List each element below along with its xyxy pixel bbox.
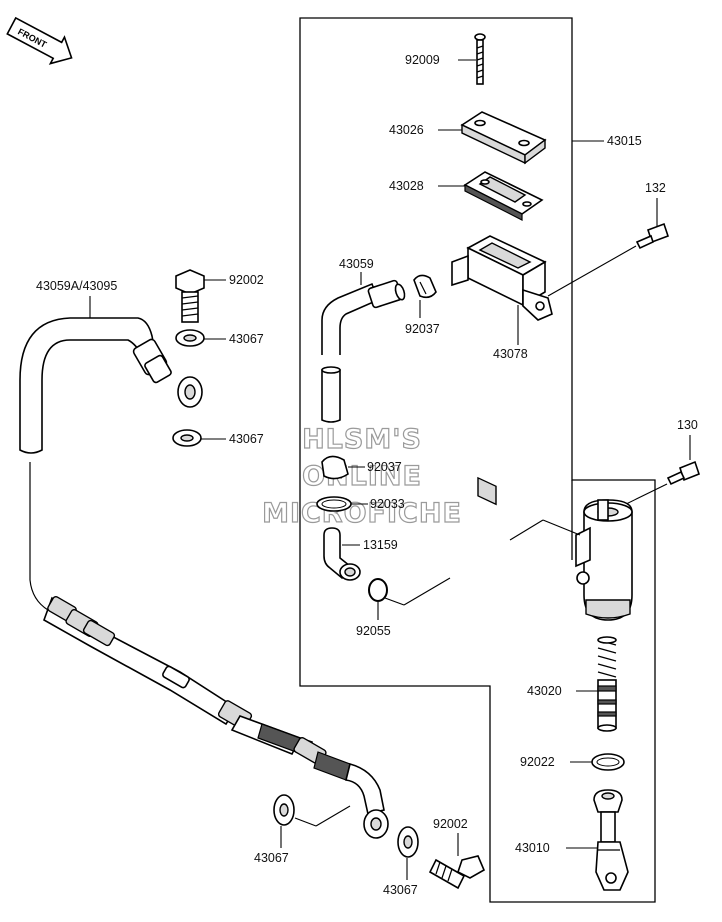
label-92037-upper: 92037 [405, 322, 440, 336]
part-43078-reservoir[interactable] [451, 235, 553, 506]
part-master-cylinder-body[interactable] [575, 499, 633, 621]
label-43028: 43028 [389, 179, 424, 193]
part-92055-o-ring[interactable] [368, 578, 388, 602]
label-43059: 43059 [339, 257, 374, 271]
part-132-bolt[interactable] [635, 222, 670, 250]
label-43010: 43010 [515, 841, 550, 855]
label-92033: 92033 [370, 497, 405, 511]
label-13159: 13159 [363, 538, 398, 552]
label-132: 132 [645, 181, 666, 195]
label-43059a-43095: 43059A/43095 [36, 279, 117, 293]
part-130-bolt[interactable] [666, 460, 700, 486]
label-92002-upper: 92002 [229, 273, 264, 287]
part-92037-clip-lower[interactable] [321, 455, 349, 480]
watermark-line-3: MICROFICHE [262, 498, 462, 529]
watermark-line-2: ONLINE [302, 461, 422, 492]
watermark-line-1: HLSM'S [302, 424, 422, 455]
part-43067-washer-1[interactable] [175, 329, 205, 347]
label-43015: 43015 [607, 134, 642, 148]
part-13159-elbow[interactable] [323, 527, 361, 581]
label-92022: 92022 [520, 755, 555, 769]
part-92002-banjo-bolt-upper[interactable] [175, 269, 205, 323]
assembly-outline [299, 17, 656, 903]
part-43020-piston-spring[interactable] [597, 636, 617, 732]
label-92037-lower: 92037 [367, 460, 402, 474]
label-43067-1: 43067 [229, 332, 264, 346]
label-43067-4: 43067 [383, 883, 418, 897]
label-43020: 43020 [527, 684, 562, 698]
front-arrow-icon: FRONT [6, 16, 73, 65]
part-43067-washer-3[interactable] [273, 794, 295, 826]
part-43067-washer-4[interactable] [397, 826, 419, 858]
part-43059-hose[interactable] [321, 279, 406, 423]
part-lower-brake-hose[interactable] [29, 462, 389, 839]
part-92009-screw[interactable] [474, 33, 486, 85]
label-43067-2: 43067 [229, 432, 264, 446]
part-43067-washer-2[interactable] [172, 429, 202, 447]
part-43059a-brake-hose[interactable] [19, 317, 203, 454]
part-92002-banjo-bolt-lower[interactable] [428, 855, 486, 890]
label-92002-lower: 92002 [433, 817, 468, 831]
watermark: HLSM'S ONLINE MICROFICHE [261, 423, 462, 529]
part-92033-circlip[interactable] [316, 496, 352, 512]
label-43067-3: 43067 [254, 851, 289, 865]
label-130: 130 [677, 418, 698, 432]
part-92037-clip-upper[interactable] [413, 274, 437, 299]
label-92009: 92009 [405, 53, 440, 67]
part-43026-cap[interactable] [460, 111, 547, 165]
label-43026: 43026 [389, 123, 424, 137]
part-43028-diaphragm[interactable] [463, 171, 544, 221]
label-43078: 43078 [493, 347, 528, 361]
part-43010-push-rod[interactable] [593, 789, 629, 891]
label-92055: 92055 [356, 624, 391, 638]
part-92022-circlip[interactable] [591, 753, 625, 771]
